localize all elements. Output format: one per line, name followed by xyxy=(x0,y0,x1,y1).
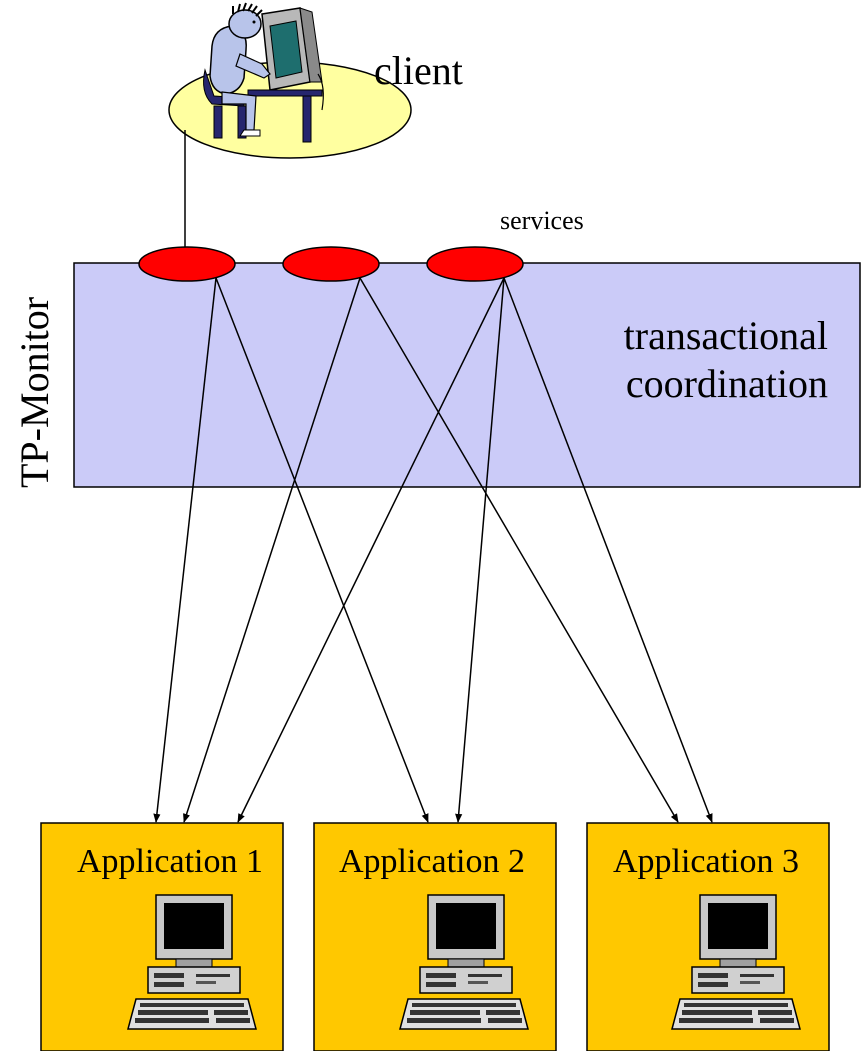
service-oval-3 xyxy=(426,246,524,282)
client-label: client xyxy=(374,48,463,93)
arrow-s2-a1 xyxy=(183,277,361,823)
application-label-2: Application 2 xyxy=(339,843,525,880)
tp-monitor-description-line2: coordination xyxy=(626,361,828,406)
arrow-s3-a3 xyxy=(503,277,713,823)
application-label-1: Application 1 xyxy=(77,843,263,880)
arrow-s1-a1 xyxy=(153,277,217,823)
tp-monitor-box xyxy=(73,262,861,488)
tp-monitor-description-line1: transactional xyxy=(624,313,828,358)
arrow-s3-a2 xyxy=(455,277,505,823)
service-application-arrows xyxy=(153,277,713,823)
person-at-computer-icon xyxy=(203,2,324,143)
arrow-s1-a2 xyxy=(215,277,429,823)
arrow-s2-a3 xyxy=(359,277,679,823)
application-label-3: Application 3 xyxy=(613,843,799,880)
service-oval-1 xyxy=(138,246,236,282)
service-oval-2 xyxy=(282,246,380,282)
tp-monitor-label: TP-Monitor xyxy=(12,297,57,488)
services-label: services xyxy=(500,206,584,235)
arrow-s3-a1 xyxy=(237,277,505,823)
